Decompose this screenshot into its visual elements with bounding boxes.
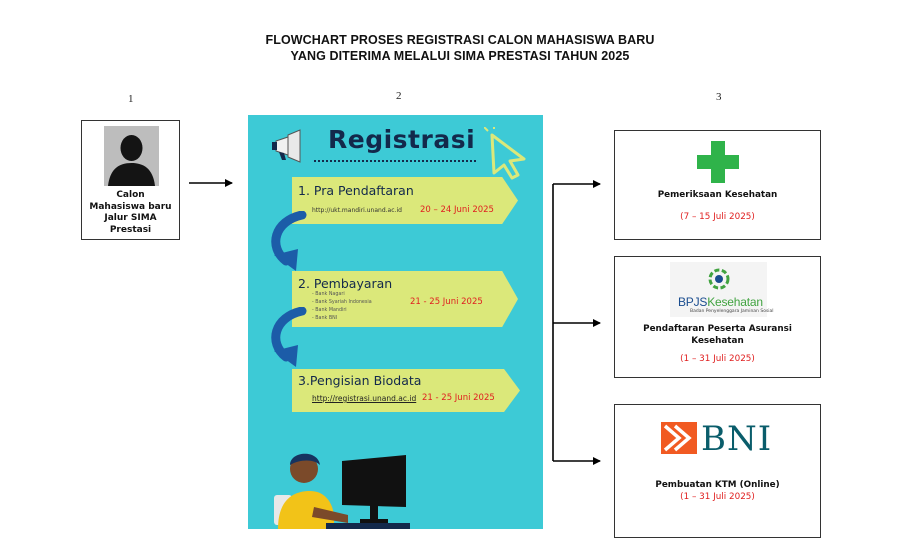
step-banner-pengisian-biodata: 3.Pengisian Biodata http://registrasi.un… [292,369,520,412]
column-number-3: 3 [716,91,722,103]
person-at-computer-illustration [274,453,410,529]
column-number-1: 1 [128,93,134,105]
bank-list: - Bank Nagari - Bank Syariah Indonesia -… [312,291,372,323]
step-banner-pembayaran: 2. Pembayaran - Bank Nagari - Bank Syari… [292,271,518,327]
green-cross-icon [697,141,739,183]
cursor-arrow-icon [484,127,526,180]
page-title-line2: YANG DITERIMA MELALUI SIMA PRESTASI TAHU… [290,49,630,63]
applicant-label-line1: Calon [116,190,145,200]
bank-item: - Bank Syariah Indonesia [312,300,372,305]
ktm-creation-label: Pembuatan KTM (Online) [655,480,780,490]
step-date: 21 - 25 Juni 2025 [410,297,483,307]
health-check-box: Pemeriksaan Kesehatan (7 – 15 Juli 2025) [614,130,821,240]
bpjs-wordmark-green: Kesehatan [707,295,763,309]
page-title-line1: FLOWCHART PROSES REGISTRASI CALON MAHASI… [265,33,655,47]
registration-poster: Registrasi 1. Pra Pendaftaran http://ukt… [248,115,543,529]
health-check-label: Pemeriksaan Kesehatan [657,190,778,200]
column-number-2: 2 [396,90,402,102]
bpjs-emblem-icon [708,268,730,290]
bpjs-registration-label: Pendaftaran Peserta Asuransi Kesehatan [615,324,820,347]
step-date: 21 - 25 Juni 2025 [422,393,495,403]
bpjs-wordmark-blue: BPJS [678,295,708,309]
ktm-creation-box: BNI Pembuatan KTM (Online) (1 – 31 Juli … [614,404,821,538]
step-label: 3.Pengisian Biodata [298,373,422,388]
bank-item: - Bank Nagari [312,292,345,297]
bpjs-logo: BPJSKesehatan Badan Penyelenggara Jamina… [670,262,774,317]
registration-heading: Registrasi [328,125,476,154]
applicant-label-line4: Prestasi [109,224,152,235]
bni-wordmark: BNI [701,419,773,459]
bpjs-label-line1: Pendaftaran Peserta Asuransi [643,324,792,334]
step-date: 20 – 24 Juni 2025 [420,205,494,215]
applicant-box: Calon Mahasiswa baru Jalur SIMA Prestasi [81,120,180,240]
bpjs-registration-date: (1 – 31 Juli 2025) [680,354,755,364]
applicant-label-line2: Mahasiswa baru [89,201,172,212]
step-banner-pra-pendaftaran: 1. Pra Pendaftaran http://ukt.mandiri.un… [292,177,518,224]
bni-emblem-icon [661,422,697,454]
curved-arrow-icon [271,211,307,271]
ktm-creation-date: (1 – 31 Juli 2025) [680,492,755,502]
bank-item: - Bank BNI [312,316,338,321]
bpjs-wordmark: BPJSKesehatan [678,295,763,309]
heading-dotted-underline [314,160,476,162]
bpjs-registration-box: BPJSKesehatan Badan Penyelenggara Jamina… [614,256,821,378]
applicant-label-line3: Jalur SIMA [104,213,157,223]
person-silhouette-icon [104,126,159,186]
megaphone-icon [272,129,301,163]
applicant-label: Calon Mahasiswa baru Jalur SIMA Prestasi [82,190,179,236]
step-label: 1. Pra Pendaftaran [298,183,414,198]
bpjs-subtext: Badan Penyelenggara Jaminan Sosial [690,309,774,314]
step-label: 2. Pembayaran [298,276,393,291]
step-url-link[interactable]: http://ukt.mandiri.unand.ac.id [312,207,402,214]
bpjs-label-line2: Kesehatan [691,335,744,346]
health-check-date: (7 – 15 Juli 2025) [680,212,755,222]
step-url-link[interactable]: http://registrasi.unand.ac.id [312,394,417,403]
bank-item: - Bank Mandiri [312,308,347,313]
curved-arrow-icon [271,307,307,367]
